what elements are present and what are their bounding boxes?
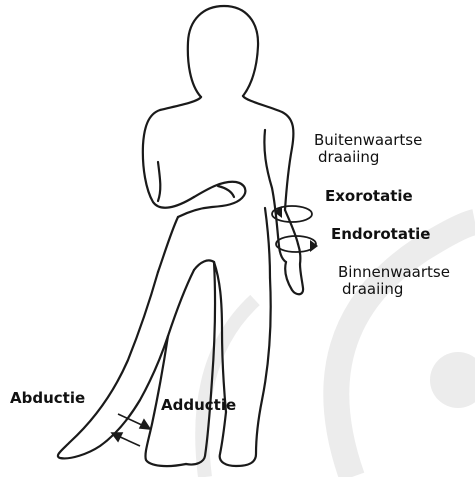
crotch-outline <box>194 260 214 270</box>
right-arm-outer <box>285 210 298 244</box>
abduction-arrow-line <box>118 436 140 446</box>
abduction-label: Abductie <box>10 390 85 407</box>
watermark-logo <box>202 222 475 477</box>
abducted-leg-inner <box>168 270 194 336</box>
outward-rotation-label: Buitenwaartse draaiing <box>314 132 422 167</box>
inward-rotation-line-1: Binnenwaartse <box>338 264 450 281</box>
adduction-label: Adductie <box>161 397 236 414</box>
watermark-arc-small <box>202 300 255 477</box>
exorotation-label: Exorotatie <box>325 188 413 205</box>
hip-left-outline <box>158 217 178 272</box>
watermark-dot <box>430 352 475 408</box>
inward-rotation-line-2: draaiing <box>338 281 450 298</box>
endorotation-label: Endorotatie <box>331 226 430 243</box>
watermark-arc <box>336 222 475 477</box>
hip-right-outline <box>265 208 270 278</box>
adduction-arrow-head <box>140 420 150 429</box>
head-outline <box>188 6 258 97</box>
outward-rotation-line-2: draaiing <box>314 149 422 166</box>
abduction-arrow-head <box>112 433 122 441</box>
endorotation-arrowhead <box>310 240 318 252</box>
outward-rotation-line-1: Buitenwaartse <box>314 132 422 149</box>
inward-rotation-label: Binnenwaartse draaiing <box>338 264 450 299</box>
torso-left-outline <box>143 97 201 208</box>
bent-arm-hand <box>218 186 234 197</box>
torso-right-outline <box>243 96 293 210</box>
left-forearm-inner <box>158 162 160 201</box>
